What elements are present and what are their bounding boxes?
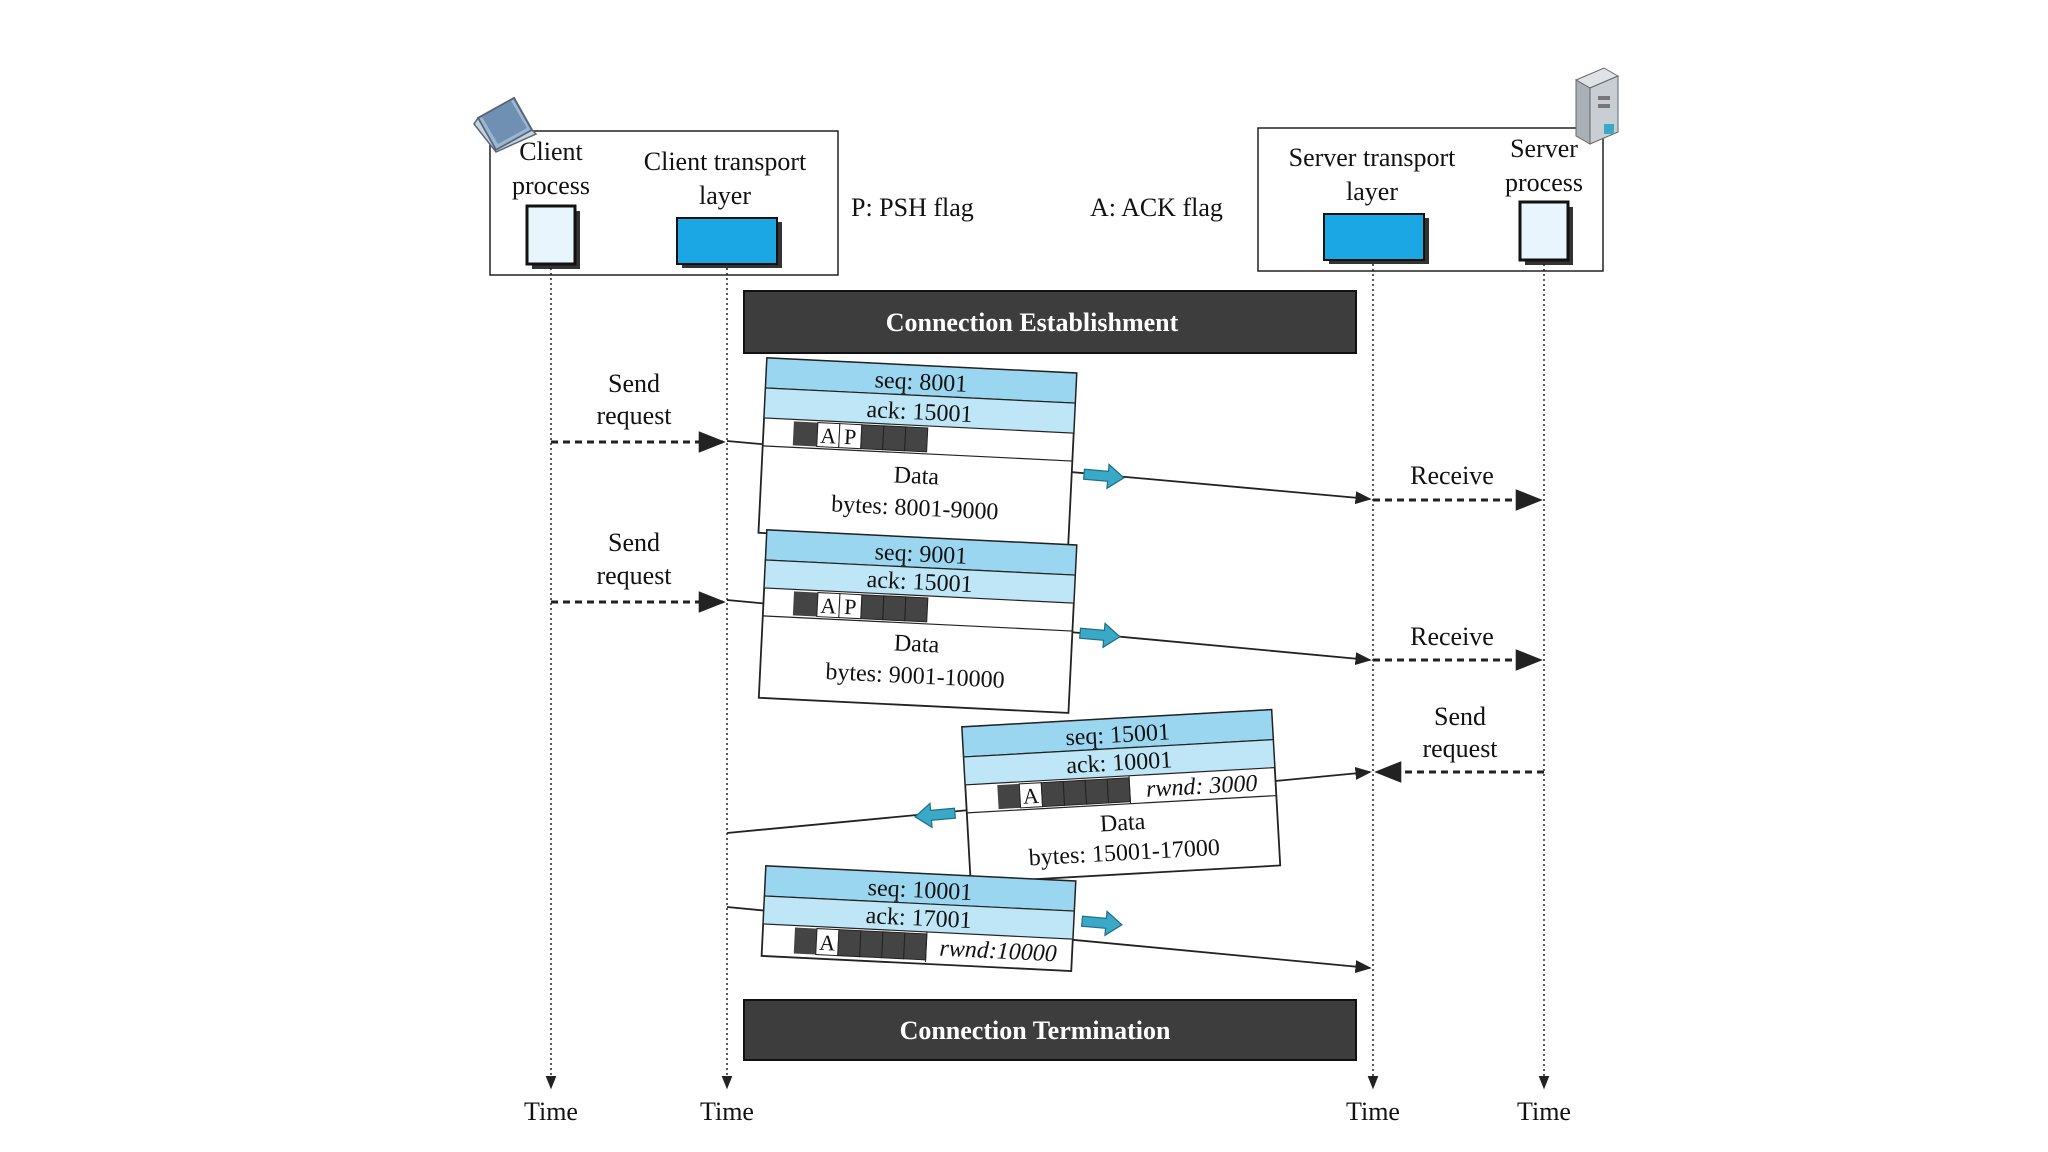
segment-1-seq: seq: 8001 (874, 367, 968, 397)
segment-3-ack: ack: 10001 (1066, 747, 1173, 779)
event-labels: Send request Send request Receive Receiv… (596, 369, 1498, 763)
segment-4-flag-a: A (819, 930, 836, 956)
client-transport-label-line1: Client transport (644, 147, 807, 176)
teal-arrow-left-icon (914, 802, 957, 829)
client-transport-box (676, 217, 778, 265)
connection-establishment-banner (743, 290, 1357, 354)
segment-2-seq: seq: 9001 (874, 539, 968, 569)
send-request-label-1-line2: request (596, 401, 672, 430)
server-process-label-line1: Server (1510, 134, 1578, 163)
server-process-label-line2: process (1505, 168, 1583, 197)
segment-1-ack: ack: 15001 (866, 397, 973, 428)
server-transport-label-line1: Server transport (1289, 143, 1457, 172)
receive-label-1: Receive (1410, 461, 1494, 490)
segment-2-flag-a: A (820, 593, 837, 619)
segment-4-rwnd: rwnd:10000 (939, 936, 1057, 968)
send-request-label-1-line1: Send (608, 369, 660, 398)
client-transport-label-line2: layer (699, 181, 751, 210)
client-transport-label: Client transport layer (644, 147, 807, 210)
teal-arrow-right-icon (1080, 910, 1123, 937)
laptop-icon (473, 96, 538, 153)
client-process-label: Client process (512, 137, 590, 200)
client-process-label-line2: process (512, 171, 590, 200)
server-tower-icon (1574, 67, 1620, 145)
send-request-label-2-line2: request (596, 561, 672, 590)
segment-3: A seq: 15001 ack: 10001 rwnd: 3000 Data … (961, 708, 1282, 884)
segment-4: A seq: 10001 ack: 17001 rwnd:10000 (760, 865, 1077, 972)
connection-termination-banner (743, 999, 1357, 1061)
server-transport-box (1323, 213, 1425, 261)
segment-3-rwnd: rwnd: 3000 (1145, 771, 1258, 803)
timelines (545, 264, 1550, 1090)
teal-arrow-right-icon (1082, 463, 1125, 490)
segment-1: A P seq: 8001 ack: 15001 Data bytes: 800… (757, 357, 1078, 549)
segment-3-data-title: Data (1099, 809, 1146, 838)
segment-3-seq: seq: 15001 (1065, 719, 1171, 751)
segment-4-ack: ack: 17001 (865, 903, 972, 934)
time-label-client-transport: Time (700, 1097, 754, 1126)
segment-2-ack: ack: 15001 (866, 567, 973, 598)
time-label-server-process: Time (1517, 1097, 1571, 1126)
direction-arrows (914, 463, 1125, 937)
connection-termination-text: Connection Termination (900, 1016, 1171, 1045)
segment-4-ack-row (762, 895, 1075, 940)
segment-1-flag-p: P (844, 424, 857, 450)
server-send-request-label-line2: request (1422, 734, 1498, 763)
segment-2-flag-p: P (844, 594, 857, 620)
server-transport-label-line2: layer (1346, 177, 1398, 206)
ack-flag-legend: A: ACK flag (1090, 193, 1223, 222)
segment-4-seq: seq: 10001 (867, 875, 973, 906)
server-process-label: Server process (1505, 134, 1583, 197)
segment-3-ack-row (963, 739, 1276, 786)
client-process-box (525, 204, 577, 266)
segment-2-data-title: Data (893, 630, 940, 658)
segment-1-ack-row (763, 387, 1076, 434)
time-label-server-transport: Time (1346, 1097, 1400, 1126)
send-request-label-2-line1: Send (608, 528, 660, 557)
segment-2: A P seq: 9001 ack: 15001 Data bytes: 900… (757, 529, 1078, 714)
local-arrows (551, 431, 1544, 783)
psh-flag-legend: P: PSH flag (851, 193, 974, 222)
teal-arrow-right-icon (1078, 622, 1121, 649)
server-transport-label: Server transport layer (1289, 143, 1457, 206)
connection-establishment-text: Connection Establishment (886, 308, 1179, 337)
time-label-client-process: Time (524, 1097, 578, 1126)
segment-2-ack-row (763, 559, 1076, 604)
server-send-request-label-line1: Send (1434, 702, 1486, 731)
time-labels: Time Time Time Time (524, 1097, 1571, 1126)
receive-label-2: Receive (1410, 622, 1494, 651)
segment-3-flag-a: A (1022, 783, 1039, 809)
segment-1-flag-a: A (820, 423, 837, 449)
segment-1-data-title: Data (893, 462, 940, 490)
server-process-box (1518, 200, 1570, 262)
client-process-label-line1: Client (519, 137, 583, 166)
